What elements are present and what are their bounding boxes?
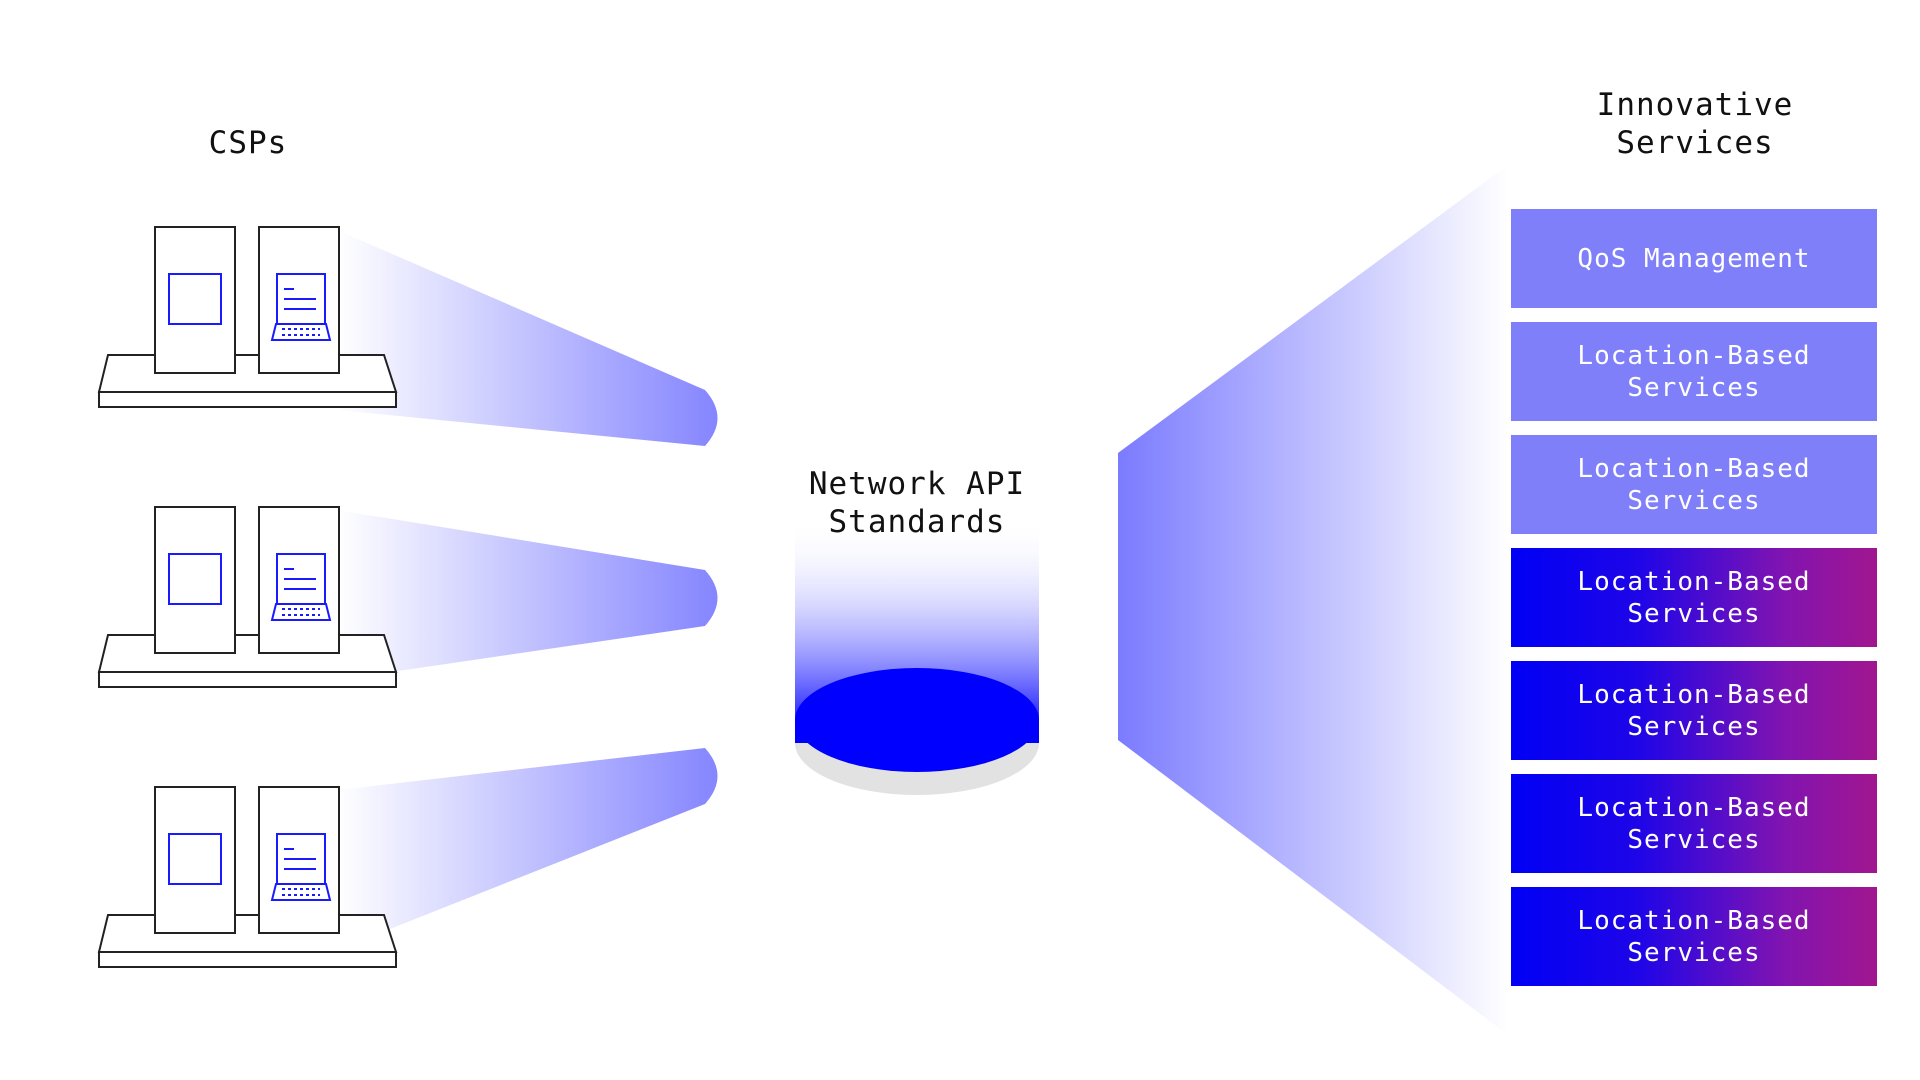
beam-csp-3: [337, 748, 718, 950]
service-location-based-5: Location-Based Services: [1511, 774, 1877, 873]
service-location-based-1: Location-Based Services: [1511, 322, 1877, 421]
service-location-based-2: Location-Based Services: [1511, 435, 1877, 534]
beam-csp-1: [337, 230, 718, 446]
laptop-icon: [270, 273, 332, 341]
laptop-icon: [270, 553, 332, 621]
service-qos-management: QoS Management: [1511, 209, 1877, 308]
innovative-services-heading: Innovative Services: [1596, 87, 1794, 161]
network-api-cylinder: [795, 520, 1039, 795]
service-location-based-3: Location-Based Services: [1511, 548, 1877, 647]
network-api-standards-label: Network API Standards: [808, 466, 1026, 540]
beam-to-services: [1118, 165, 1508, 1035]
beam-csp-2: [337, 510, 718, 680]
laptop-icon: [270, 833, 332, 901]
csps-heading: CSPs: [208, 125, 288, 161]
csp-server-group-3: [97, 786, 398, 968]
csp-server-group-2: [97, 506, 398, 688]
service-location-based-6: Location-Based Services: [1511, 887, 1877, 986]
csp-server-group-1: [97, 226, 398, 408]
service-location-based-4: Location-Based Services: [1511, 661, 1877, 760]
